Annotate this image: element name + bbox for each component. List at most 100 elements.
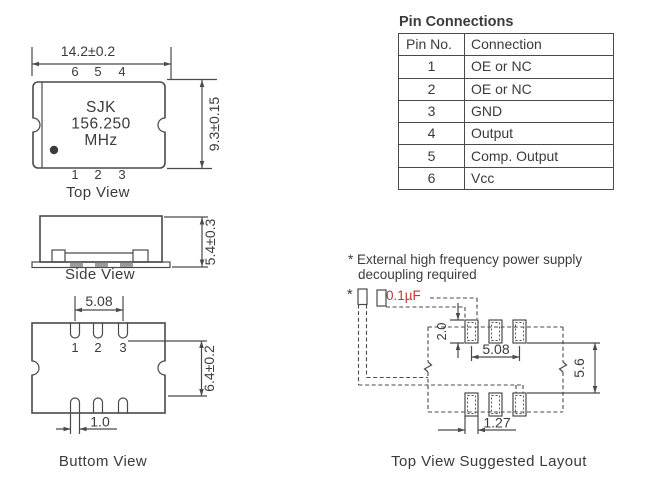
layout-pad-opening <box>467 322 476 341</box>
layout-label: Top View Suggested Layout <box>391 453 587 470</box>
layout-pad-opening <box>491 322 500 341</box>
layout-pad-opening <box>467 395 476 414</box>
top-view-pin2: 2 <box>94 167 101 182</box>
pin-table-title: Pin Connections <box>399 14 514 30</box>
side-view-label: Side View <box>65 266 135 283</box>
pin-number: 4 <box>398 122 465 146</box>
bottom-view-left-notch <box>31 360 40 376</box>
side-view-pad <box>70 262 83 267</box>
notch-mask <box>163 361 167 375</box>
bottom-view-outline <box>31 322 166 414</box>
top-view-pin3: 3 <box>118 167 125 182</box>
table-row: 4 Output <box>398 122 614 146</box>
top-view-left-notch <box>32 117 41 133</box>
layout-pad <box>512 392 527 417</box>
bottom-view-right-notch <box>157 360 166 376</box>
chip-marking-brand: SJK <box>86 99 116 116</box>
layout-top-pads <box>464 319 527 344</box>
layout-pad <box>464 319 479 344</box>
cap-asterisk: * <box>347 286 353 303</box>
top-view-pin1: 1 <box>71 167 78 182</box>
bottom-view-padwidth-dim-text: 1.0 <box>90 414 110 430</box>
side-view: 5.4±0.3 Side View <box>31 215 218 283</box>
pin-table-header-row: Pin No. Connection <box>398 32 614 57</box>
layout-padheight-dim-arrows <box>455 313 461 350</box>
layout-pad-opening <box>515 322 524 341</box>
top-view-pin5: 5 <box>94 64 101 79</box>
layout-pad <box>464 392 479 417</box>
bottom-view-top-notch-3 <box>117 322 129 339</box>
bottom-view-top-notch-2 <box>92 322 104 339</box>
pin-connection: OE or NC <box>464 55 614 79</box>
top-view-height-dim-lines <box>167 78 217 170</box>
cap-body <box>376 289 387 307</box>
pin-connection: GND <box>464 99 614 124</box>
side-view-left-post <box>51 249 66 263</box>
table-row: 1 OE or NC <box>398 55 614 79</box>
layout-bottom-pads <box>464 392 527 417</box>
bottom-view-span-dim-lines <box>74 296 124 321</box>
layout-padheight-dim-lines <box>450 303 464 358</box>
side-view-pad <box>120 262 133 267</box>
decoupling-note-line1: * External high frequency power supply <box>348 252 583 267</box>
bottom-view-pin1: 1 <box>71 340 78 355</box>
pin-connections-section: Pin Connections Pin No. Connection 1 OE … <box>398 14 614 191</box>
notch-mask <box>30 361 34 375</box>
layout-padwidth-dim-lines <box>438 416 516 434</box>
pin-connection: Output <box>464 122 614 146</box>
layout-rowgap-dim-text: 5.6 <box>571 358 587 378</box>
chip-marking-frequency: 156.250 <box>71 116 131 133</box>
pin-number: 5 <box>398 144 465 168</box>
side-view-right-post <box>132 249 149 263</box>
side-view-height-dim-lines <box>164 216 208 268</box>
bottom-view-bottom-notch-2 <box>92 397 104 414</box>
side-view-body <box>39 215 163 263</box>
notch-mask <box>31 118 35 132</box>
layout-package-outline <box>427 326 564 413</box>
bottom-view-pin2: 2 <box>94 340 101 355</box>
notch-mask <box>163 118 167 132</box>
bottom-view-pin3: 3 <box>119 340 126 355</box>
cap-value-label: 0.1µF <box>386 288 421 303</box>
layout-pad <box>488 319 503 344</box>
pin-number: 3 <box>398 99 465 124</box>
side-view-height-dim-text: 5.4±0.3 <box>202 218 218 265</box>
pin-table: Pin No. Connection 1 OE or NC 2 OE or NC… <box>398 32 614 191</box>
bottom-view-label: Buttom View <box>59 453 147 470</box>
pin-connection: Comp. Output <box>464 144 614 168</box>
decoupling-note-line2: decoupling required <box>358 266 477 282</box>
pin-connection: OE or NC <box>464 77 614 101</box>
top-view-pin6: 6 <box>71 64 78 79</box>
pin1-index-dot <box>49 145 59 155</box>
top-view-right-notch <box>157 117 166 133</box>
pin-number: 1 <box>398 55 465 79</box>
pin-table-header-pin: Pin No. <box>398 32 465 57</box>
pin-number: 6 <box>398 166 465 191</box>
top-view-width-dim-lines <box>31 47 172 79</box>
top-view-label: Top View <box>66 184 130 201</box>
top-view: 14.2±0.2 6 5 4 1 2 3 SJK 156.250 MHz 9.3… <box>31 43 222 201</box>
suggested-layout: * 0.1µF 2.0 <box>347 286 600 470</box>
pin-connection: Vcc <box>464 166 614 191</box>
pin-number: 2 <box>398 77 465 101</box>
bottom-view-height-dim-lines <box>128 340 207 397</box>
vcc-trace <box>386 297 478 319</box>
top-view-width-dim-text: 14.2±0.2 <box>61 43 116 59</box>
top-view-height-dim-text: 9.3±0.15 <box>206 97 222 152</box>
pin-table-header-connection: Connection <box>464 32 614 57</box>
layout-pad <box>488 392 503 417</box>
layout-break-marks <box>423 361 568 373</box>
side-view-pad <box>95 262 108 267</box>
layout-padwidth-dim-text: 1.27 <box>483 415 510 431</box>
chip-marking-unit: MHz <box>84 132 117 149</box>
bottom-view-bottom-notch-3 <box>117 397 129 414</box>
bottom-view: 5.08 1 2 3 6.4±0.2 1.0 Buttom View <box>30 293 217 470</box>
layout-padheight-dim-text: 2.0 <box>434 322 449 340</box>
layout-span-dim-text: 5.08 <box>482 341 509 357</box>
bottom-view-padwidth-dim-lines <box>56 414 117 434</box>
bottom-view-bottom-notch-1 <box>69 397 81 414</box>
table-row: 5 Comp. Output <box>398 144 614 168</box>
layout-pad <box>512 319 527 344</box>
